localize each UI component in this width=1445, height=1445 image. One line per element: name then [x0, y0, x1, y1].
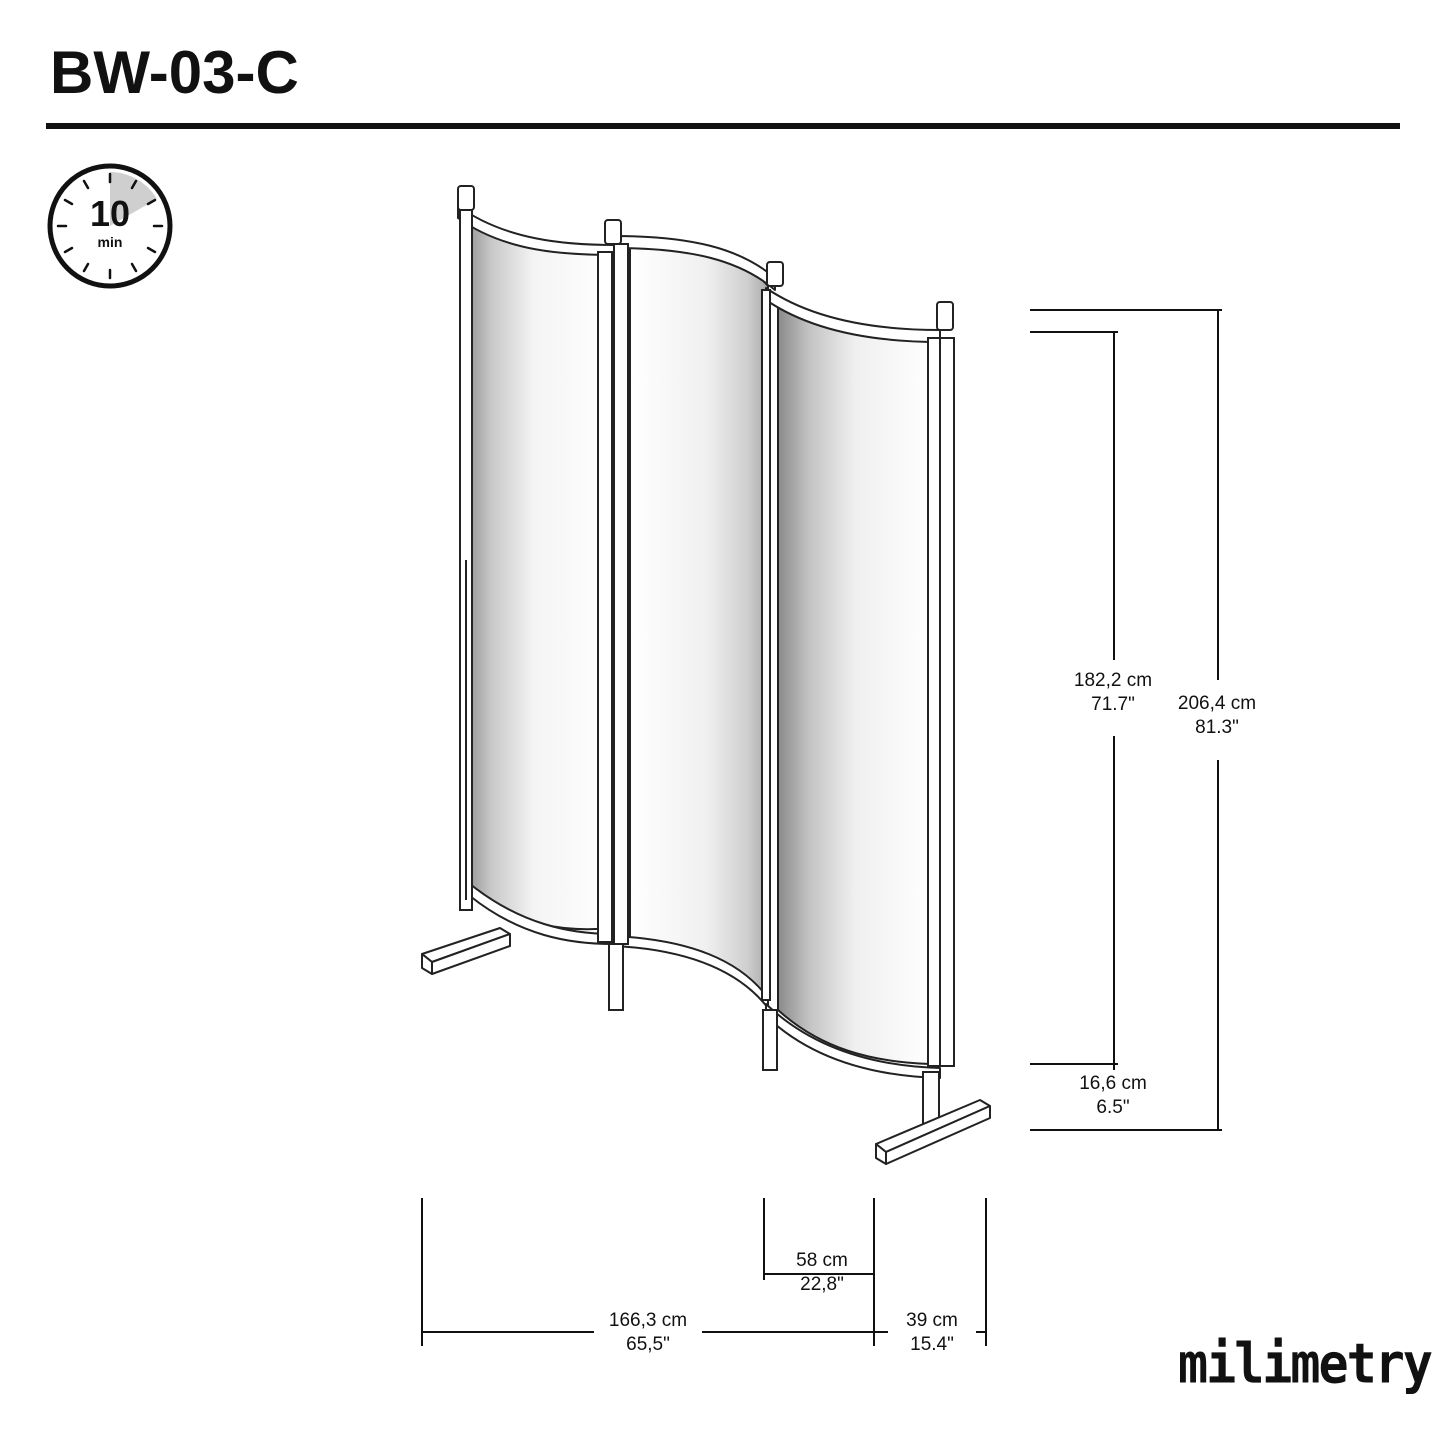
timer-value: 10 — [89, 193, 131, 234]
timer-unit: min — [97, 234, 123, 250]
timer-icon — [47, 163, 173, 289]
feet — [421, 927, 991, 1165]
base-clearance-inch: 6.5" — [1096, 1097, 1130, 1118]
total-width-dimension: 166,3 cm 65,5" — [594, 1309, 702, 1357]
panel-depth-cm: 58 cm — [796, 1250, 848, 1271]
header-divider — [46, 123, 1400, 129]
left-panel — [457, 205, 616, 945]
base-clearance-dimension: 16,6 cm 6.5" — [1062, 1072, 1164, 1120]
panel-depth-dimension: 58 cm 22,8" — [778, 1249, 866, 1297]
foot-depth-inch: 15.4" — [910, 1334, 954, 1355]
poles — [457, 185, 955, 1133]
total-width-inch: 65,5" — [626, 1334, 670, 1355]
panel-height-inch: 71.7" — [1091, 694, 1135, 715]
total-height-cm: 206,4 cm — [1177, 693, 1257, 714]
middle-panel — [614, 235, 776, 1009]
brand-logo: milimetry — [1178, 1332, 1433, 1396]
total-height-inch: 81.3" — [1195, 717, 1239, 738]
total-width-cm: 166,3 cm — [608, 1310, 688, 1331]
panel-height-dimension: 182,2 cm 71.7" — [1060, 669, 1166, 717]
right-panel — [765, 287, 941, 1079]
foot-depth-cm: 39 cm — [906, 1310, 958, 1331]
panel-height-cm: 182,2 cm — [1073, 670, 1153, 691]
total-height-dimension: 206,4 cm 81.3" — [1164, 692, 1270, 740]
foot-depth-dimension: 39 cm 15.4" — [888, 1309, 976, 1357]
panel-depth-inch: 22,8" — [800, 1274, 844, 1295]
product-code-title: BW-03-C — [50, 39, 299, 106]
base-clearance-cm: 16,6 cm — [1079, 1073, 1147, 1094]
